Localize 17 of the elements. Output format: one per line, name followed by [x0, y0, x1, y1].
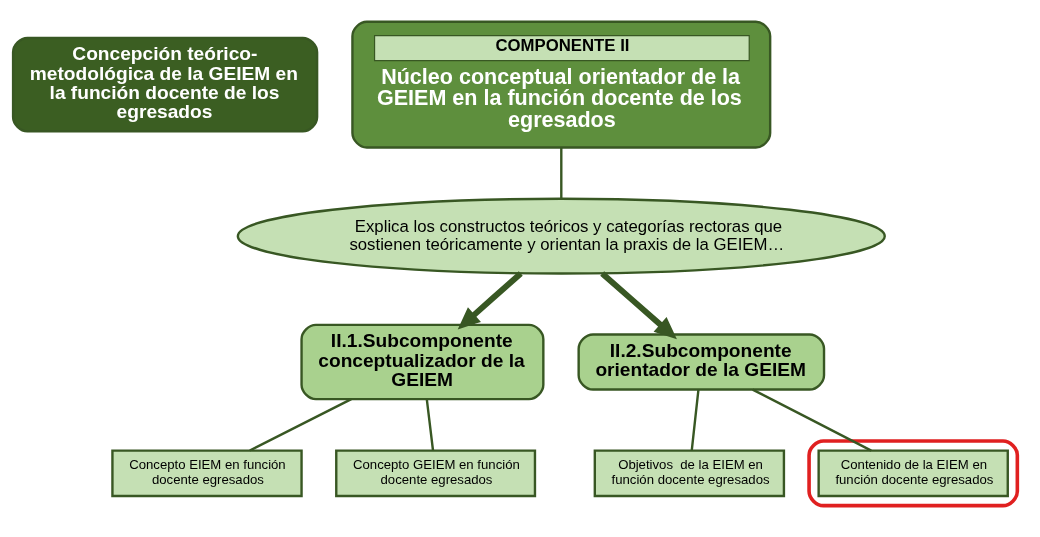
- connector: [249, 398, 352, 452]
- connector: [425, 399, 435, 451]
- node-box: II.2.Subcomponente orientador de la GEIEM: [577, 333, 826, 391]
- node-box: Concepto GEIEM en función docente egresados: [335, 449, 537, 498]
- node-box: Concepto EIEM en función docente egresados: [111, 449, 303, 498]
- node-box: Concepción teórico-metodológica de la GEIEM en la función docente de los egresados: [11, 36, 319, 133]
- node-box: Objetivos de la EIEM en función docente egresados: [593, 449, 786, 498]
- arrow: [600, 271, 677, 340]
- node-box: II.1.Subcomponente conceptualizador de la GEIEM: [300, 323, 545, 401]
- connector: [690, 389, 700, 451]
- connector: [752, 388, 872, 452]
- connector: [560, 147, 563, 199]
- cluster: [807, 439, 1020, 508]
- node-box: COMPONENTE II Núcleo conceptual orientador de la GEIEM en la función docente de los egresados: [351, 20, 772, 149]
- node-box: Contenido de la EIEM en función docente egresados: [817, 449, 1009, 498]
- node-ellipse: Explica los constructos teóricos y categorías rectoras que sostienen teóricamente y orientan la praxis de la GEIEM…: [236, 197, 886, 275]
- arrow: [457, 271, 523, 330]
